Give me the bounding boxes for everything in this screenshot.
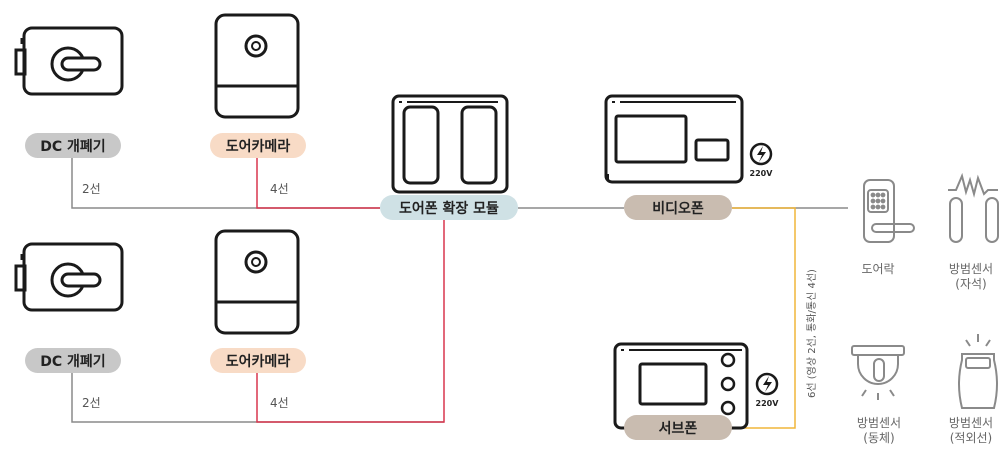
camera-2-line [256,219,445,423]
sub-phone-label: 서브폰 [624,415,732,440]
dc-opener-icon [14,242,124,312]
door-lock-label: 도어락 [848,262,908,277]
extension-module-icon [391,94,509,194]
door-camera-label: 도어카메라 [210,348,306,373]
infrared-sensor-icon [958,334,998,409]
door-camera-icon [214,229,300,335]
door-camera-icon [214,13,300,119]
dc-opener-label: DC 개폐기 [25,133,121,158]
magnetic-sensor-icon [948,172,999,243]
voltage-label: 220V [750,169,774,178]
subphone-line [732,207,796,429]
door-lock-text: 도어락 [861,262,895,276]
wire-count-label: 2선 [82,396,101,410]
sensor-name: 방범센서 [948,416,994,430]
motion-sensor-label: 방범센서 (동체) [846,416,912,446]
dc-opener-label: DC 개폐기 [25,348,121,373]
connection-lines [71,158,848,429]
door-lock-icon [863,179,915,243]
sensor-name: 방범센서 [856,416,902,430]
sensor-name: 방범센서 [948,262,994,276]
sensor-type: (자석) [955,277,987,291]
extension-module-label: 도어폰 확장 모듈 [380,195,518,220]
power-plug-icon: 220V [756,372,780,408]
video-phone-icon [604,94,744,184]
wire-count-label: 2선 [82,182,101,196]
subphone-wire-label: 6선 (영상 2선, 통화/통신 4선) [807,269,818,398]
wire-count-label: 4선 [270,396,289,410]
infrared-sensor-label: 방범센서 (적외선) [938,416,1004,446]
voltage-label: 220V [756,399,780,408]
motion-sensor-icon [851,345,905,400]
opener-1-line [71,158,380,209]
door-camera-label: 도어카메라 [210,133,306,158]
dc-opener-icon [14,26,124,96]
video-phone-label: 비디오폰 [624,195,732,220]
magnetic-sensor-label: 방범센서 (자석) [938,262,1004,292]
sensor-type: (적외선) [949,431,993,445]
opener-2-line [71,373,444,423]
camera-1-line [256,158,380,209]
power-plug-icon: 220V [750,142,774,178]
sensor-type: (동체) [863,431,895,445]
wire-count-label: 4선 [270,182,289,196]
